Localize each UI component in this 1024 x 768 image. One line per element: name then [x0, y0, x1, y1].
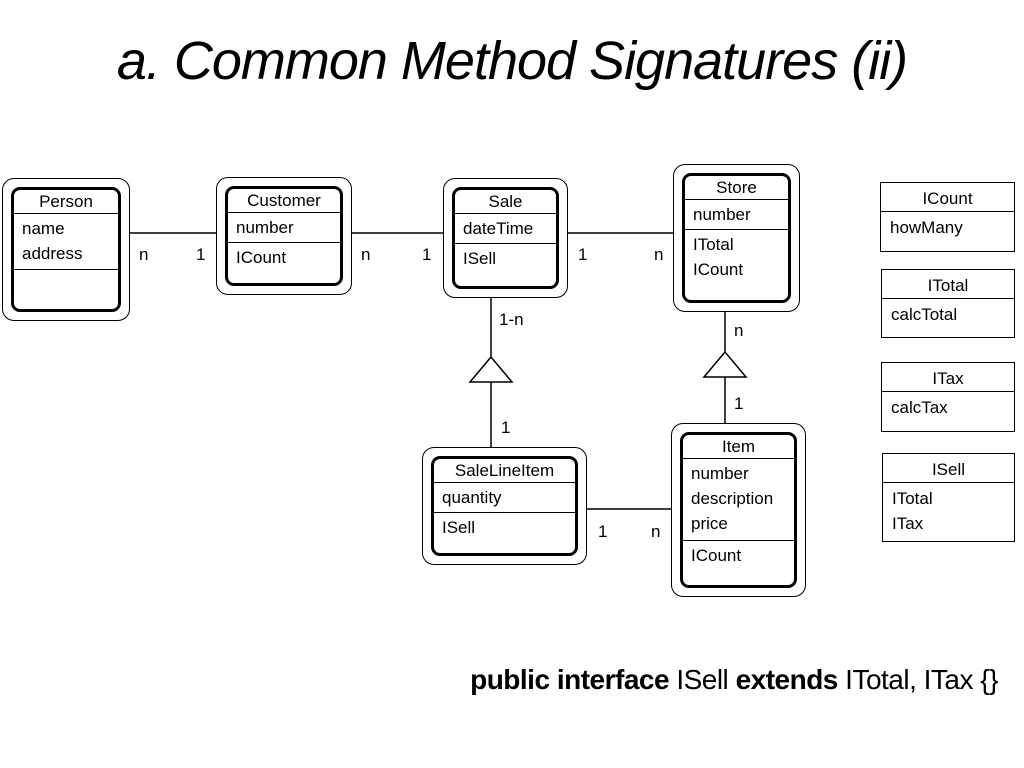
multiplicity-label: n: [734, 321, 744, 340]
class-attributes: number description price: [683, 459, 794, 541]
multiplicity-label: n: [654, 245, 664, 264]
multiplicity-label: 1: [422, 245, 432, 264]
class-name: SaleLineItem: [434, 459, 575, 483]
interface-itax[interactable]: ITax calcTax: [881, 362, 1015, 432]
interface-methods: calcTax: [891, 398, 948, 417]
multiplicity-label: n: [651, 522, 661, 541]
class-attributes: quantity: [434, 483, 575, 513]
multiplicity-label: 1: [196, 245, 206, 264]
class-interfaces: ICount: [691, 546, 742, 565]
slide-title: a. Common Method Signatures (ii): [116, 31, 908, 91]
class-salelineitem[interactable]: SaleLineItem quantity ISell: [422, 447, 587, 565]
interface-declaration: public interface ISell extends ITotal, I…: [470, 664, 998, 696]
multiplicity-label: n: [139, 245, 149, 264]
multiplicity-label: 1: [734, 394, 744, 413]
interface-name: ITax: [882, 363, 1014, 392]
multiplicity-label: n: [361, 245, 371, 264]
interface-itotal[interactable]: ITotal calcTotal: [881, 269, 1015, 338]
generalization-triangle-sale: [468, 355, 514, 383]
interface-methods: ITotal ITax: [892, 489, 933, 533]
class-store[interactable]: Store number ITotal ICount: [673, 164, 800, 312]
class-name: Person: [14, 190, 118, 214]
interface-methods: howMany: [890, 218, 963, 237]
multiplicity-label: 1: [598, 522, 608, 541]
interface-name: ITotal: [882, 270, 1014, 299]
interface-name: ISell: [883, 454, 1014, 483]
interface-methods: calcTotal: [891, 305, 958, 324]
class-attributes: name address: [14, 214, 118, 270]
class-attributes: number: [228, 213, 340, 243]
class-name: Customer: [228, 189, 340, 213]
class-attributes: number: [685, 200, 788, 230]
interface-isell[interactable]: ISell ITotal ITax: [882, 453, 1015, 542]
class-sale[interactable]: Sale dateTime ISell: [443, 178, 568, 298]
class-interfaces: ISell: [463, 249, 497, 268]
class-name: Item: [683, 435, 794, 459]
multiplicity-label: 1: [578, 245, 588, 264]
class-name: Store: [685, 176, 788, 200]
class-item[interactable]: Item number description price ICount: [671, 423, 806, 597]
class-interfaces: ITotal ICount: [693, 235, 744, 279]
parent-interfaces: ITotal, ITax {}: [845, 664, 998, 695]
class-name: Sale: [455, 190, 556, 214]
multiplicity-label: 1-n: [499, 310, 524, 329]
class-attributes: dateTime: [455, 214, 556, 244]
interface-name: ICount: [881, 183, 1014, 212]
class-person[interactable]: Person name address: [2, 178, 130, 321]
class-interfaces: ISell: [442, 518, 476, 537]
interface-icount[interactable]: ICount howMany: [880, 182, 1015, 252]
class-customer[interactable]: Customer number ICount: [216, 177, 352, 295]
class-interfaces: ICount: [236, 248, 287, 267]
multiplicity-label: 1: [501, 418, 511, 437]
keyword-extends: extends: [735, 664, 839, 695]
interface-name: ISell: [676, 664, 729, 695]
generalization-triangle-store: [702, 350, 748, 378]
keyword-public-interface: public interface: [470, 664, 670, 695]
class-interfaces: [14, 270, 118, 272]
